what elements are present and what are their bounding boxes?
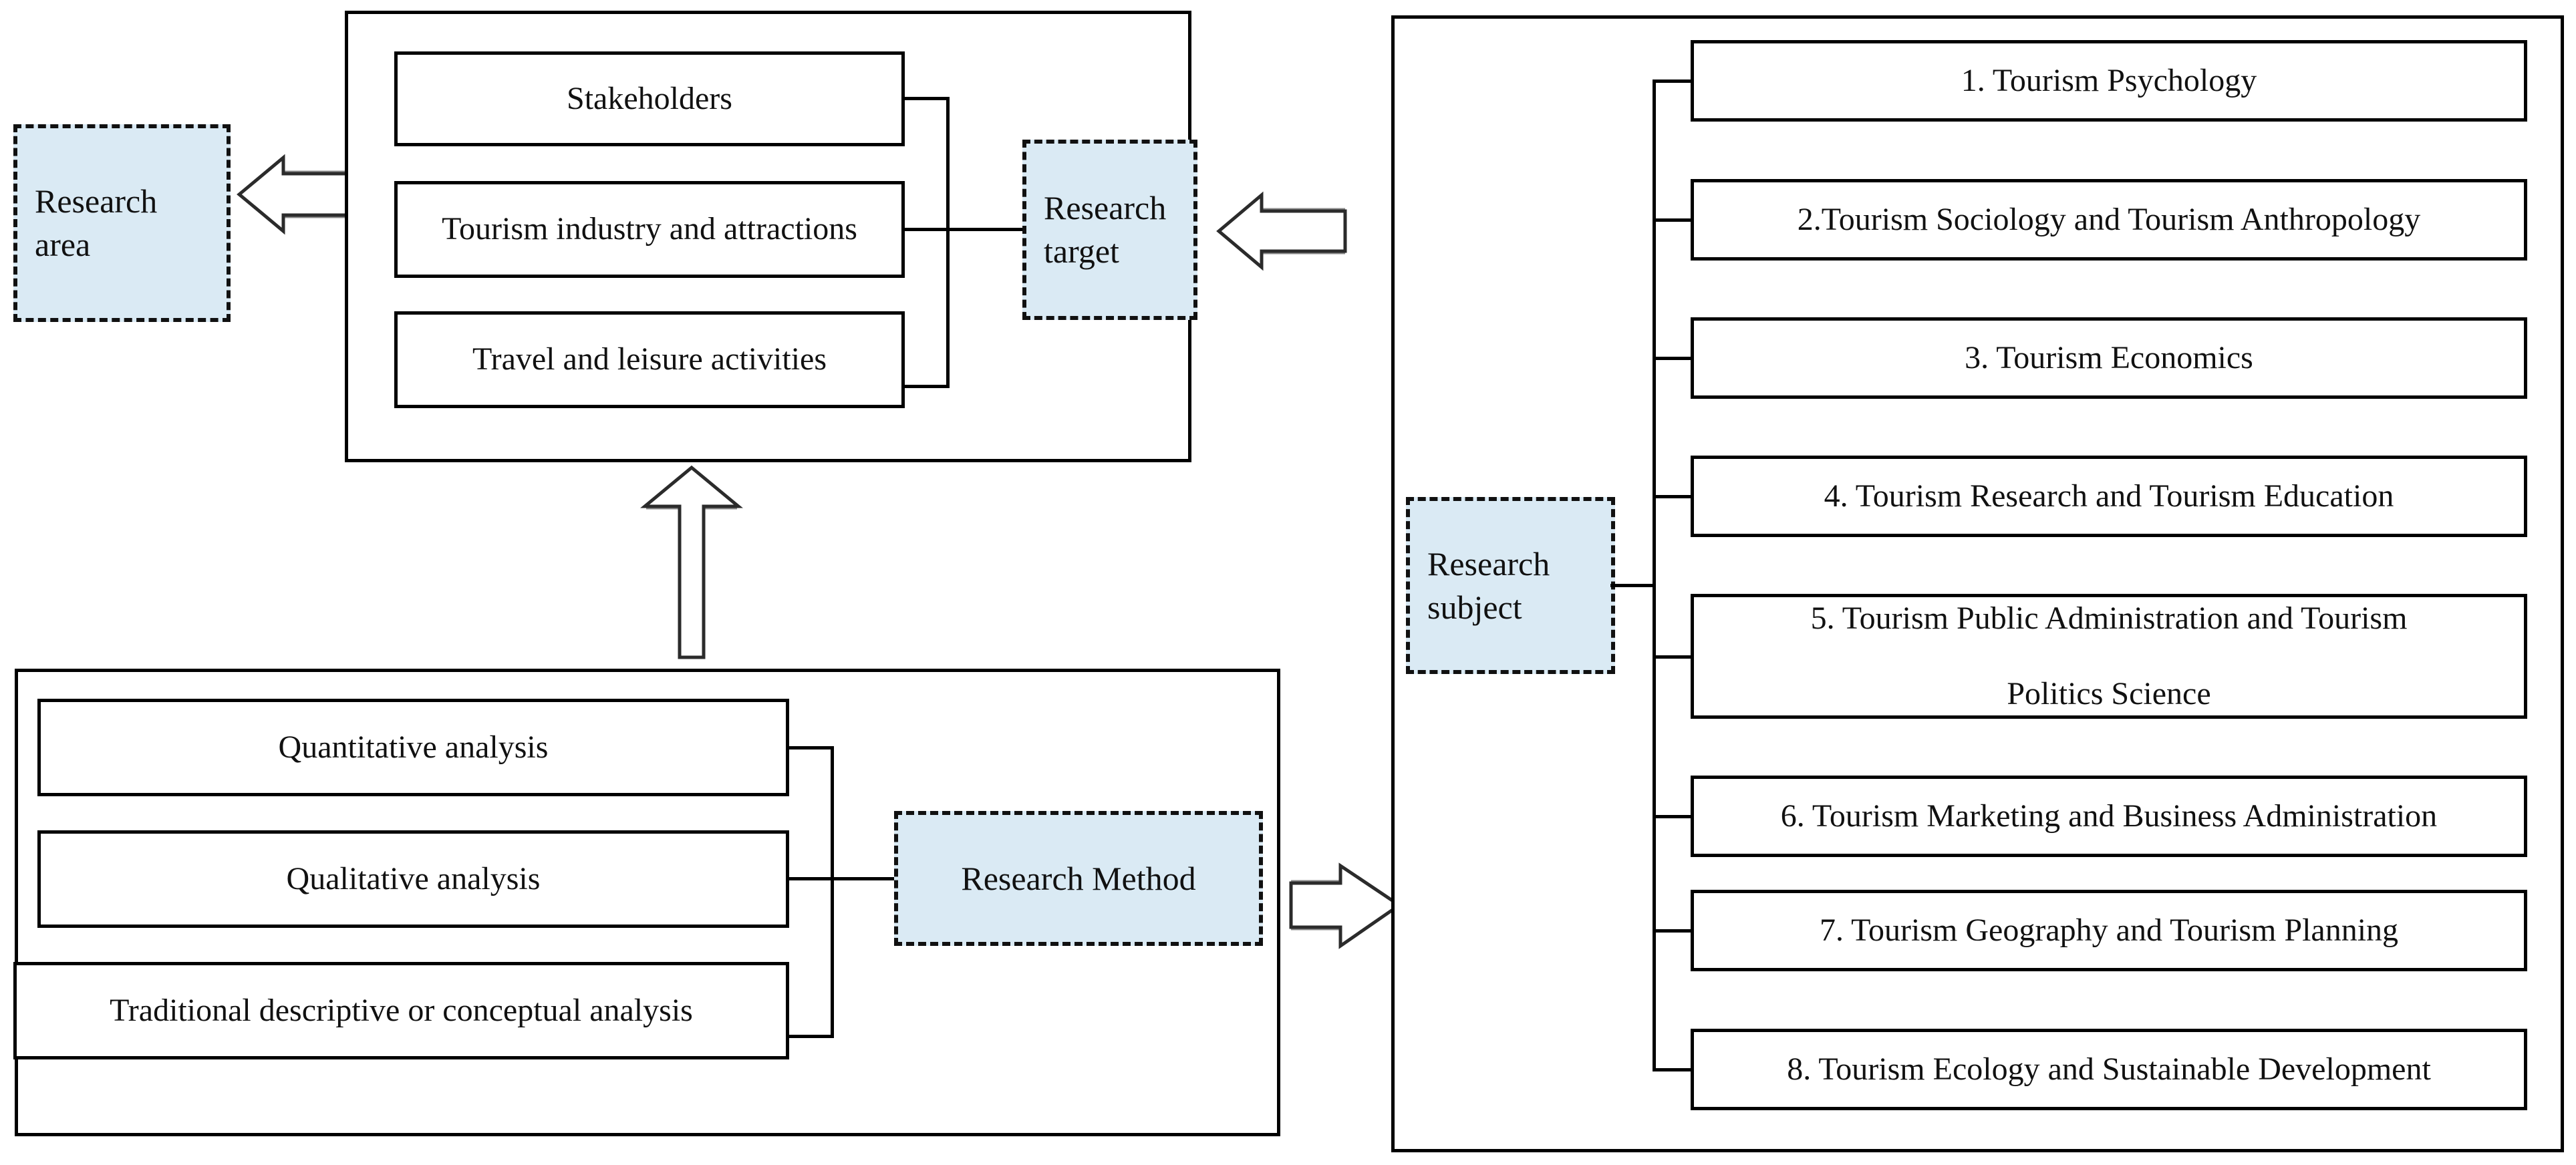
method-to-subject-arrow — [1289, 862, 1403, 949]
target-item-box-3[interactable]: Travel and leisure activities — [394, 311, 905, 408]
subject-item-label-2: 2.Tourism Sociology and Tourism Anthropo… — [1703, 201, 2515, 239]
subject-item-box-1[interactable]: 1. Tourism Psychology — [1691, 40, 2527, 122]
subject-bracket-spine — [1653, 79, 1656, 1071]
target-item-label-3: Travel and leisure activities — [472, 341, 827, 377]
method-bracket-stub-1 — [789, 746, 834, 750]
subject-item-7-line1: 7. Tourism Geography and Tourism Plannin… — [1819, 912, 2399, 948]
research-subject-label: Research subject — [1427, 542, 1550, 629]
subject-item-box-3[interactable]: 3. Tourism Economics — [1691, 317, 2527, 399]
subject-bracket-stub-2 — [1653, 218, 1693, 222]
research-target-label-line1: Research — [1044, 189, 1167, 226]
target-item-box-1[interactable]: Stakeholders — [394, 51, 905, 146]
subject-item-box-7[interactable]: 7. Tourism Geography and Tourism Plannin… — [1691, 890, 2527, 971]
subject-item-label-6: 6. Tourism Marketing and Business Admini… — [1703, 798, 2515, 836]
target-item-label-2: Tourism industry and attractions — [442, 211, 857, 247]
subject-bracket-stub-8 — [1653, 1068, 1693, 1071]
method-item-label-3: Traditional descriptive or conceptual an… — [110, 992, 693, 1028]
research-method-label: Research Method — [961, 859, 1196, 897]
subject-to-target-arrow — [1216, 191, 1347, 271]
research-area-node[interactable]: Research area — [13, 124, 231, 322]
research-area-label-line1: Research — [35, 182, 158, 220]
subject-item-6-line1: 6. Tourism Marketing and Business Admini… — [1780, 798, 2438, 834]
subject-bracket-stub-3 — [1653, 357, 1693, 360]
subject-node-connector — [1610, 584, 1656, 587]
method-bracket-stub-2 — [789, 877, 895, 880]
subject-item-5-line2: Politics Science — [2007, 675, 2211, 711]
target-item-box-2[interactable]: Tourism industry and attractions — [394, 181, 905, 278]
subject-bracket-stub-7 — [1653, 929, 1693, 933]
method-item-label-2: Qualitative analysis — [286, 860, 541, 896]
method-bracket-spine — [831, 746, 834, 1038]
research-target-label-line2: target — [1044, 232, 1119, 270]
research-method-node[interactable]: Research Method — [894, 811, 1263, 946]
method-up-arrow — [640, 465, 743, 659]
method-item-box-1[interactable]: Quantitative analysis — [37, 699, 789, 796]
subject-item-box-8[interactable]: 8. Tourism Ecology and Sustainable Devel… — [1691, 1029, 2527, 1110]
subject-bracket-stub-4 — [1653, 495, 1693, 498]
subject-item-1-line1: 1. Tourism Psychology — [1961, 62, 2257, 98]
subject-bracket-stub-6 — [1653, 815, 1693, 818]
subject-bracket-stub-1 — [1653, 79, 1693, 83]
subject-item-label-8: 8. Tourism Ecology and Sustainable Devel… — [1703, 1051, 2515, 1089]
research-target-label: Research target — [1044, 186, 1166, 273]
research-subject-label-line2: subject — [1427, 588, 1522, 626]
subject-item-8-line1: 8. Tourism Ecology and Sustainable Devel… — [1787, 1051, 2431, 1087]
research-subject-label-line1: Research — [1427, 544, 1550, 582]
method-bracket-stub-3 — [789, 1035, 834, 1038]
target-bracket-stub-3 — [904, 385, 950, 388]
subject-item-label-5: 5. Tourism Public Administration and Tou… — [1703, 600, 2515, 713]
research-area-label: Research area — [35, 180, 157, 267]
target-bracket-stub-1 — [904, 97, 950, 100]
subject-item-4-line1: 4. Tourism Research and Tourism Educatio… — [1824, 478, 2394, 514]
subject-item-box-6[interactable]: 6. Tourism Marketing and Business Admini… — [1691, 776, 2527, 857]
subject-item-label-3: 3. Tourism Economics — [1703, 339, 2515, 377]
subject-item-label-1: 1. Tourism Psychology — [1703, 62, 2515, 100]
target-item-label-1: Stakeholders — [567, 80, 732, 116]
target-bracket-spine — [946, 97, 950, 388]
subject-item-2-line1: 2.Tourism Sociology and Tourism Anthropo… — [1797, 201, 2421, 237]
subject-item-box-5[interactable]: 5. Tourism Public Administration and Tou… — [1691, 594, 2527, 719]
method-item-box-2[interactable]: Qualitative analysis — [37, 830, 789, 928]
subject-item-label-7: 7. Tourism Geography and Tourism Plannin… — [1703, 912, 2515, 950]
subject-bracket-stub-5 — [1653, 655, 1693, 659]
subject-item-label-4: 4. Tourism Research and Tourism Educatio… — [1703, 478, 2515, 516]
subject-item-box-4[interactable]: 4. Tourism Research and Tourism Educatio… — [1691, 456, 2527, 537]
research-area-label-line2: area — [35, 226, 91, 263]
method-item-box-3[interactable]: Traditional descriptive or conceptual an… — [13, 962, 789, 1059]
subject-item-5-line1: 5. Tourism Public Administration and Tou… — [1810, 600, 2408, 636]
target-bracket-stub-2 — [904, 228, 1024, 231]
research-target-node[interactable]: Research target — [1022, 140, 1197, 320]
research-subject-node[interactable]: Research subject — [1406, 497, 1615, 674]
subject-item-box-2[interactable]: 2.Tourism Sociology and Tourism Anthropo… — [1691, 179, 2527, 261]
subject-item-3-line1: 3. Tourism Economics — [1965, 339, 2253, 375]
method-item-label-1: Quantitative analysis — [278, 729, 549, 765]
